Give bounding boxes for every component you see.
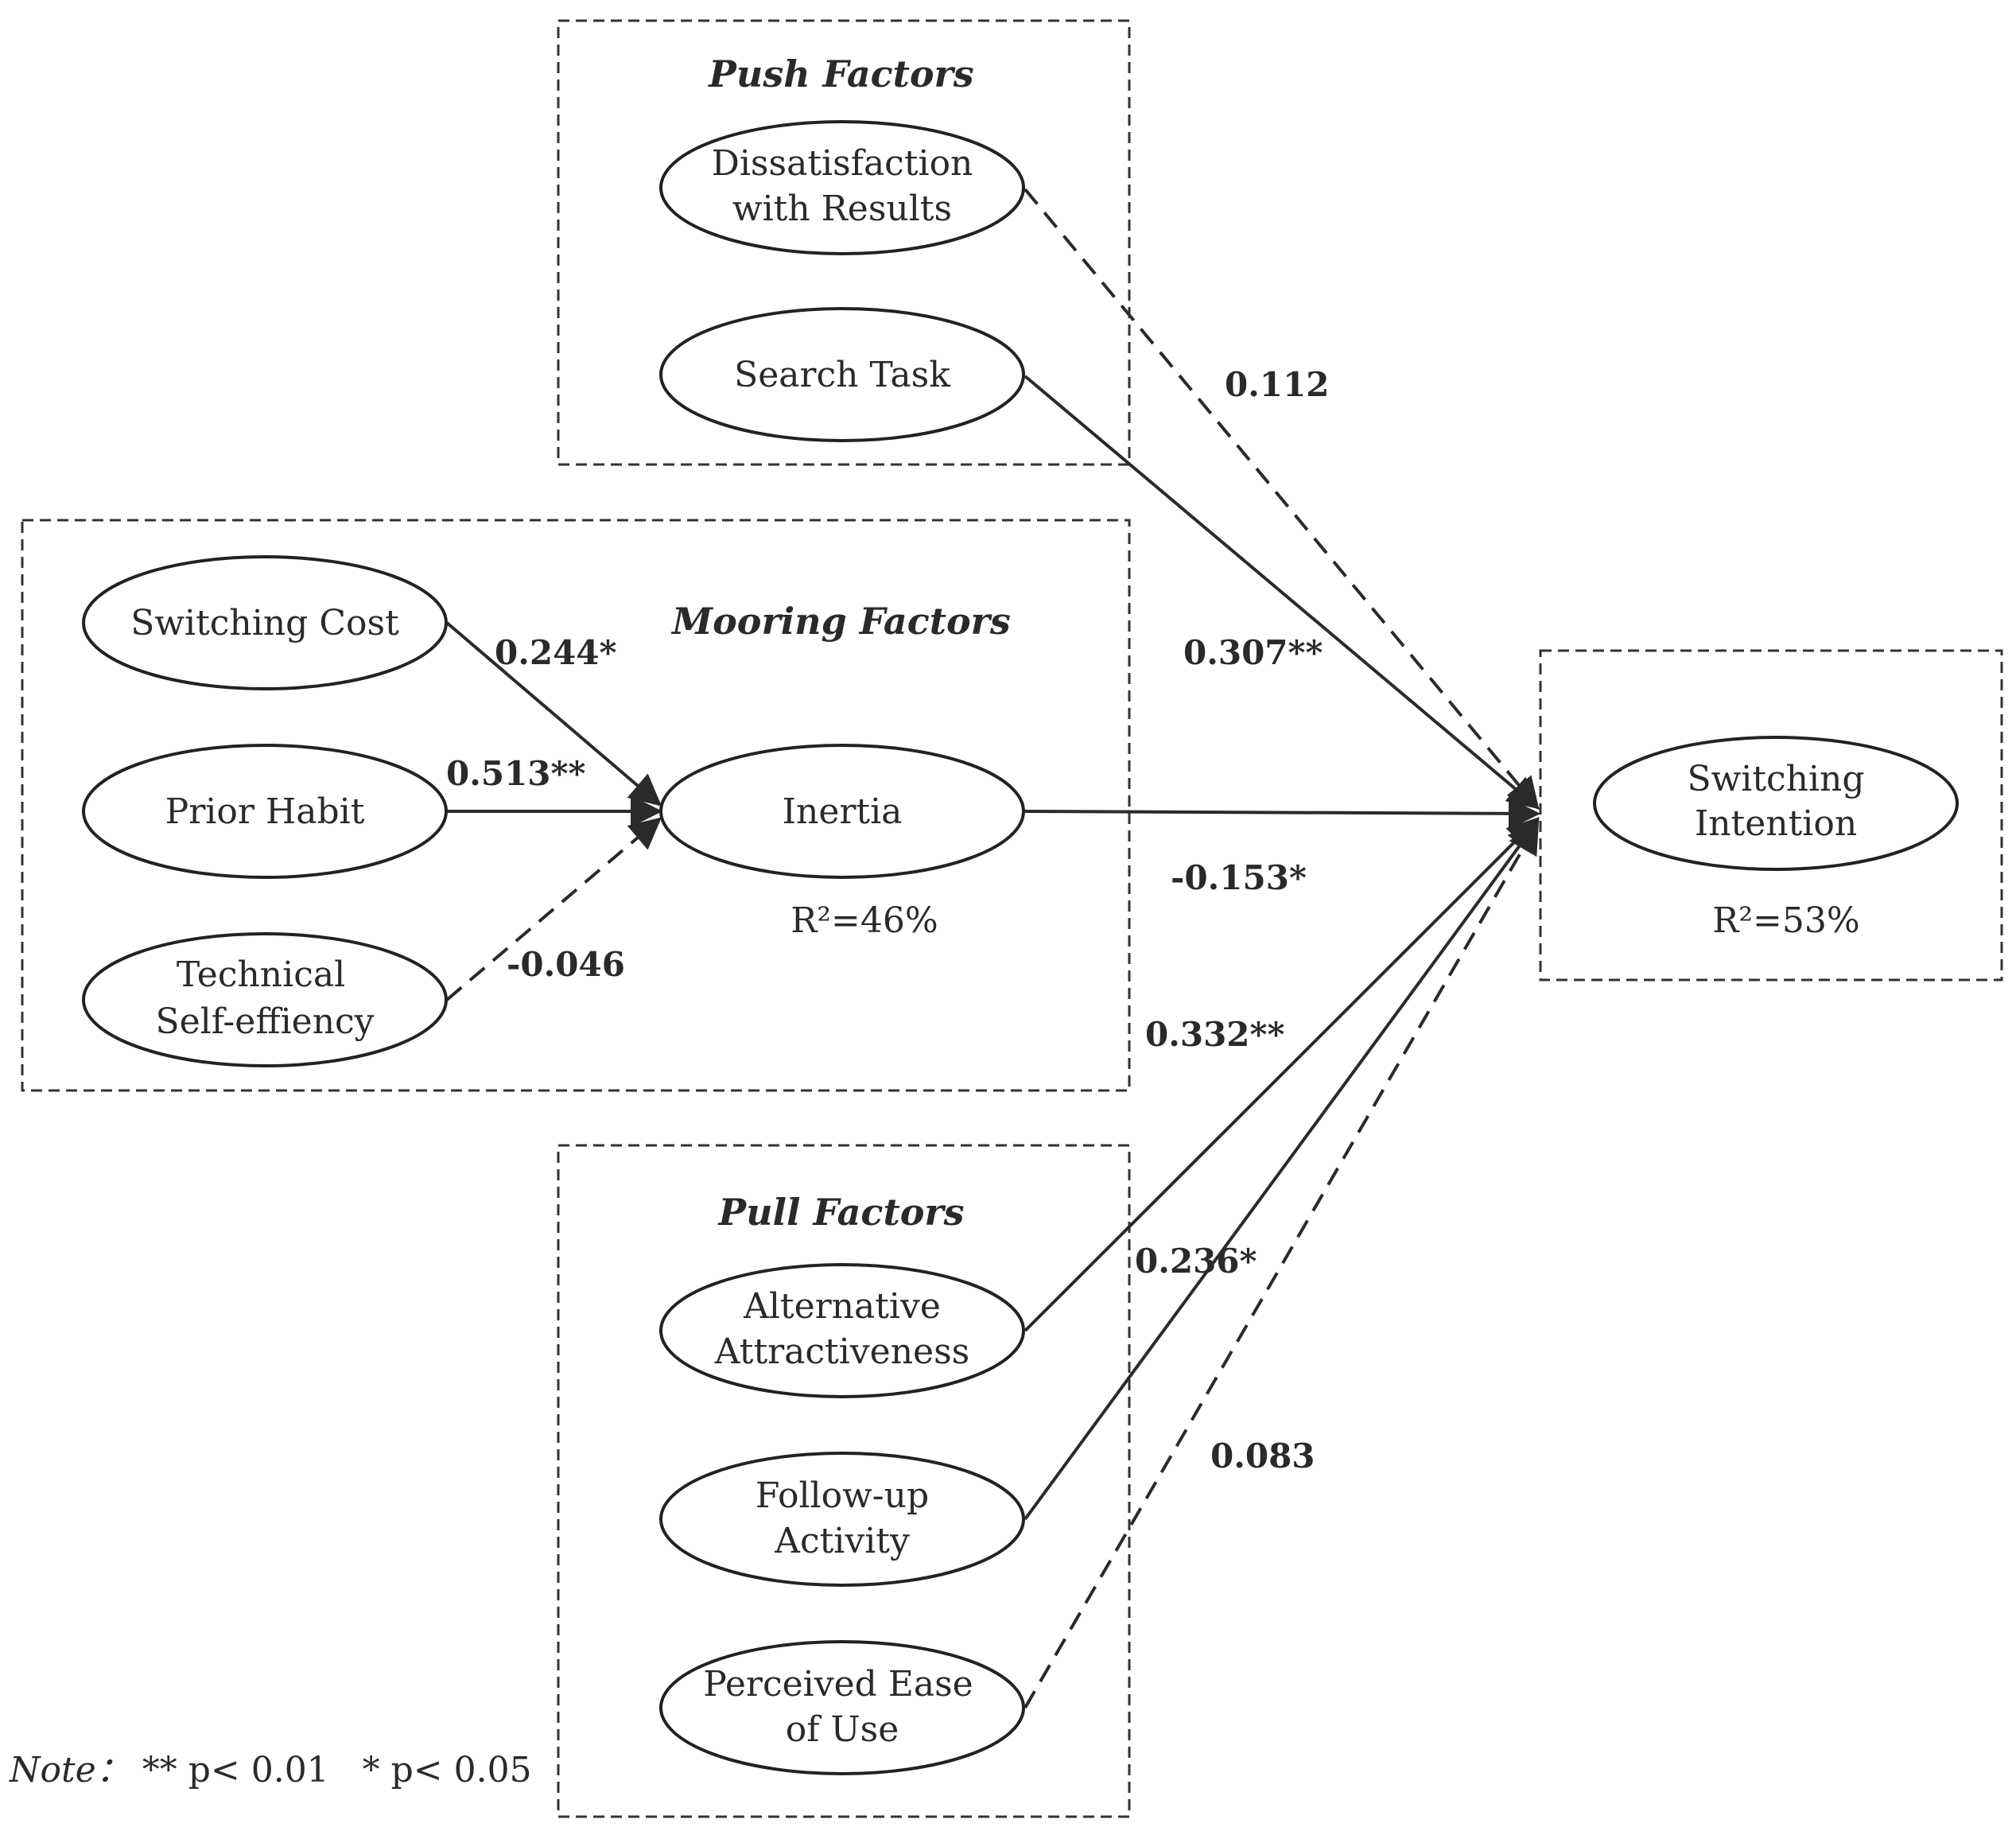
- node-switching-cost-line-1: Switching Cost: [130, 603, 399, 643]
- outcome-box: [1539, 649, 2003, 982]
- node-alternative-attractiveness: Alternative Attractiveness: [659, 1263, 1025, 1398]
- node-followup-line-2: Activity: [774, 1521, 910, 1561]
- node-followup-line-1: Follow-up: [756, 1475, 929, 1516]
- coef-alternative-to-intention: 0.332**: [1145, 1015, 1284, 1054]
- node-alternative-line-2: Attractiveness: [714, 1331, 969, 1372]
- node-prior-habit-line-1: Prior Habit: [165, 791, 365, 832]
- coef-search-to-intention: 0.307**: [1183, 633, 1323, 672]
- switching-intention-r2: R²=53%: [1712, 900, 1859, 941]
- push-factors-title: Push Factors: [707, 52, 973, 95]
- node-perceived-ease-of-use: Perceived Ease of Use: [659, 1640, 1025, 1775]
- significance-note: Note： ** p< 0.01 * p< 0.05: [9, 1750, 532, 1790]
- node-search-task: Search Task: [659, 307, 1025, 442]
- pull-factors-title: Pull Factors: [717, 1191, 964, 1234]
- cost-to-inertia-path: [445, 621, 662, 807]
- node-technical-self-efficacy: Technical Self-effiency: [82, 932, 448, 1067]
- node-inertia-line-1: Inertia: [783, 791, 903, 832]
- node-prior-habit: Prior Habit: [82, 744, 448, 879]
- node-switching-intention-line-2: Intention: [1695, 803, 1857, 844]
- pull-factors-box: [557, 1144, 1131, 1818]
- search-to-intention-path: [1024, 375, 1540, 810]
- coef-dissatisfaction-to-intention: 0.112: [1225, 365, 1330, 404]
- coef-cost-to-inertia: 0.244*: [495, 633, 617, 672]
- ease-to-intention-path: [1024, 821, 1540, 1709]
- node-dissatisfaction-line-1: Dissatisfaction: [712, 143, 973, 184]
- node-dissatisfaction: Dissatisfaction with Results: [659, 120, 1025, 255]
- node-inertia: Inertia: [659, 744, 1025, 879]
- mooring-factors-box: [21, 519, 1131, 1092]
- note-label: Note：: [9, 1750, 131, 1790]
- node-switching-intention-line-1: Switching: [1687, 759, 1864, 799]
- coef-inertia-to-intention: -0.153*: [1171, 858, 1307, 897]
- node-follow-up-activity: Follow-up Activity: [659, 1452, 1025, 1587]
- node-switching-cost: Switching Cost: [82, 555, 448, 690]
- mooring-factors-title: Mooring Factors: [670, 600, 1011, 643]
- technical-to-inertia-path: [445, 817, 662, 1001]
- node-switching-intention: Switching Intention: [1593, 736, 1959, 871]
- inertia-to-intention-path: [1024, 797, 1540, 830]
- node-dissatisfaction-line-2: with Results: [732, 189, 952, 229]
- node-technical-line-1: Technical: [177, 954, 345, 995]
- inertia-r2: R²=46%: [790, 900, 938, 941]
- node-alternative-line-1: Alternative: [743, 1286, 941, 1327]
- coef-habit-to-inertia: 0.513**: [446, 754, 585, 793]
- note-text: ** p< 0.01 * p< 0.05: [131, 1750, 532, 1790]
- node-ease-line-2: of Use: [786, 1709, 899, 1750]
- coef-technical-to-inertia: -0.046: [507, 945, 625, 984]
- followup-to-intention-path: [1024, 818, 1540, 1521]
- path-edges: [445, 188, 1540, 1709]
- node-ease-line-1: Perceived Ease: [703, 1664, 973, 1705]
- alternative-to-intention-path: [1024, 817, 1540, 1332]
- dissatisfaction-to-intention-path: [1024, 188, 1540, 811]
- push-factors-box: [557, 19, 1131, 466]
- node-technical-line-2: Self-effiency: [155, 1001, 374, 1042]
- coef-followup-to-intention: 0.236*: [1135, 1242, 1257, 1281]
- coef-ease-to-intention: 0.083: [1210, 1436, 1315, 1475]
- node-search-task-line-1: Search Task: [734, 355, 950, 395]
